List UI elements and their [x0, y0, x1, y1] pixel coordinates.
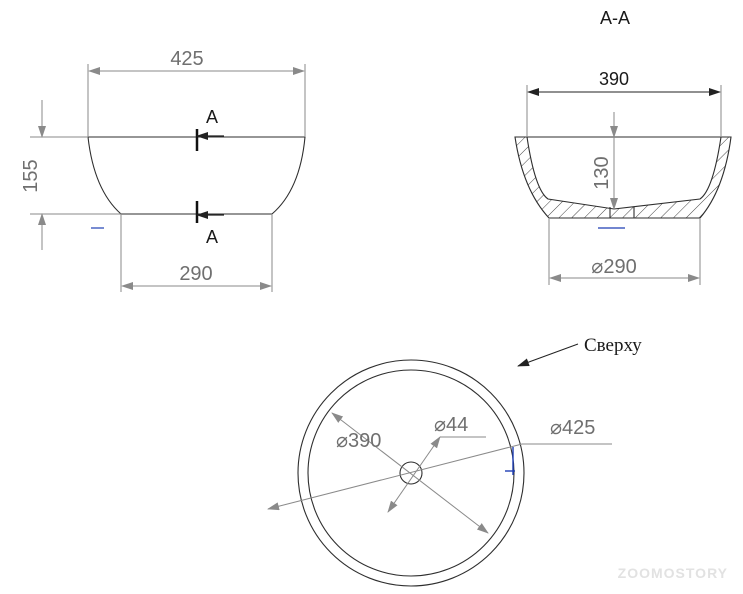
inner-width-label: 390	[599, 69, 629, 89]
height-label: 155	[20, 159, 42, 192]
base-width-label: 290	[179, 263, 212, 285]
top-width-label: 425	[170, 48, 203, 70]
base-diameter-label: ⌀290	[591, 256, 636, 278]
section-mark-bottom-label: A	[206, 227, 218, 247]
section-title: A-A	[600, 8, 630, 28]
section-view: A-A 390 130 ⌀290	[514, 8, 732, 285]
section-mark-top-label: A	[206, 107, 218, 127]
depth-label: 130	[591, 156, 613, 189]
top-view-label: Сверху	[584, 335, 642, 356]
outer-diameter-label: ⌀425	[550, 417, 595, 439]
top-view-label-arrow	[517, 343, 579, 367]
top-view: Сверху ⌀425 ⌀390 ⌀44	[267, 335, 642, 587]
watermark-text: ZOOMOSTORY	[618, 565, 728, 581]
section-hatched-wall	[514, 136, 732, 219]
front-view: 425 155 290 A A	[20, 48, 306, 292]
inner-diameter-label: ⌀390	[336, 430, 381, 452]
drain-diameter-line	[387, 436, 441, 513]
drain-diameter-label: ⌀44	[434, 414, 468, 436]
drain-circle	[399, 461, 423, 485]
